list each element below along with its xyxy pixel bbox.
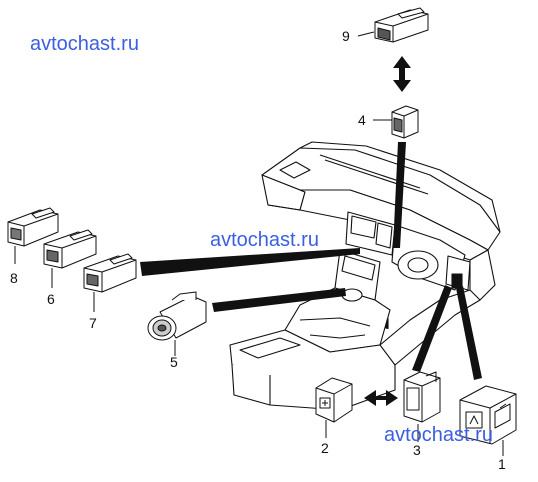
leader-1 bbox=[456, 286, 482, 380]
part-6-switch bbox=[43, 229, 97, 269]
leader-lines bbox=[140, 142, 482, 380]
leader-3 bbox=[412, 285, 452, 372]
double-arrow-horizontal-icon bbox=[364, 390, 398, 406]
callout-5: 5 bbox=[170, 354, 178, 370]
part-9-switch bbox=[374, 7, 429, 43]
part-4-switch bbox=[391, 105, 419, 139]
part-8-switch bbox=[7, 207, 59, 247]
leader-5 bbox=[212, 288, 346, 312]
callout-6: 6 bbox=[47, 291, 55, 307]
part-1-switch bbox=[459, 385, 517, 445]
callout-7: 7 bbox=[89, 315, 97, 331]
callout-8: 8 bbox=[10, 270, 18, 286]
callout-4: 4 bbox=[358, 112, 366, 128]
leader-678 bbox=[140, 248, 360, 276]
watermark-middle: avtochast.ru bbox=[210, 229, 319, 251]
callout-1: 1 bbox=[498, 456, 506, 472]
callout-9: 9 bbox=[342, 28, 350, 44]
watermark-top: avtochast.ru bbox=[30, 33, 139, 55]
watermark-bottom: avtochast.ru bbox=[384, 424, 493, 446]
part-2-switch bbox=[315, 377, 353, 423]
callout-9-line bbox=[357, 31, 375, 37]
part-7-switch bbox=[83, 253, 137, 293]
leader-4 bbox=[393, 142, 406, 248]
callout-3: 3 bbox=[413, 442, 421, 458]
callout-2: 2 bbox=[321, 440, 329, 456]
part-5-ignition bbox=[147, 291, 207, 341]
dashboard bbox=[229, 141, 501, 411]
part-3-switch bbox=[403, 371, 441, 423]
double-arrow-vertical-icon bbox=[393, 56, 411, 92]
